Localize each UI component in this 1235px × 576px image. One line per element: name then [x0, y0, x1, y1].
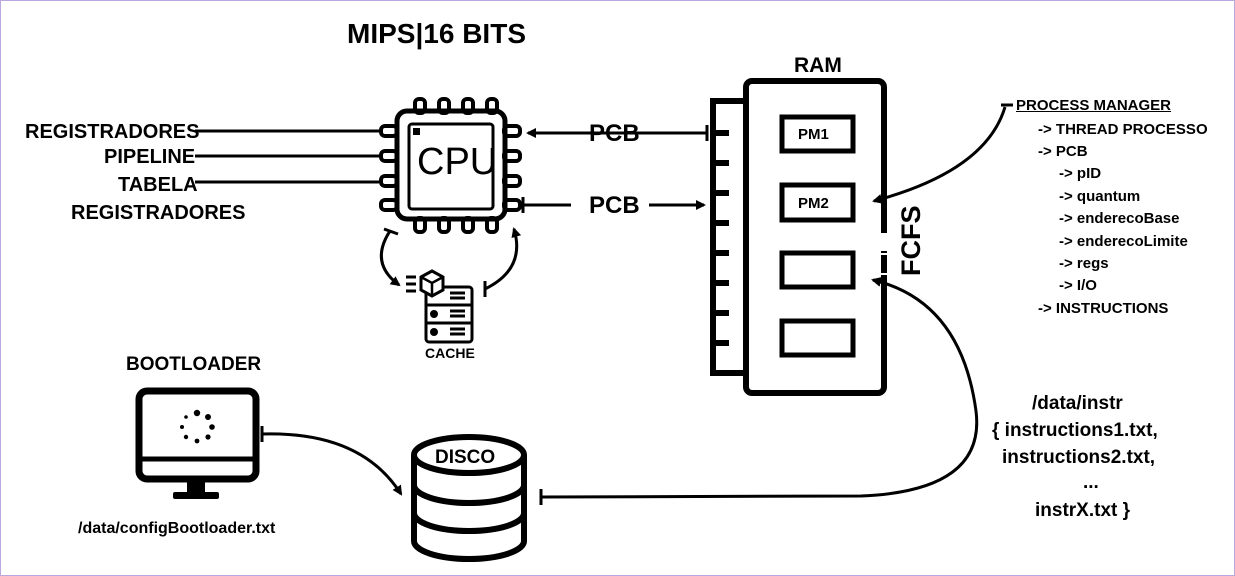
pcb-out-label: PCB [589, 192, 640, 219]
pm-item-instructions: -> INSTRUCTIONS [1038, 300, 1169, 317]
bootloader-label: BOOTLOADER [126, 354, 262, 375]
pm-item-regs: -> regs [1059, 255, 1109, 272]
pcb-in-label: PCB [589, 120, 640, 147]
instr-file-2: instructions2.txt, [1002, 447, 1156, 468]
bootloader-config-path: /data/configBootloader.txt [78, 520, 276, 537]
instr-file-1: { instructions1.txt, [992, 420, 1158, 441]
pm-item-io: -> I/O [1059, 277, 1097, 294]
cache-server-icon [406, 269, 474, 344]
registers-label: REGISTRADORES [25, 121, 200, 143]
registers-label-2: REGISTRADORES [71, 202, 246, 224]
cpu-icon [379, 97, 522, 234]
pm-item-endereco-limite: -> enderecoLimite [1059, 233, 1188, 250]
pcb-in-arrow [526, 125, 709, 141]
pcb-out-arrow [521, 197, 706, 213]
pm-item-endereco-base: -> enderecoBase [1059, 210, 1180, 227]
process-manager-title: PROCESS MANAGER [1016, 97, 1172, 114]
pm-item-pid: -> pID [1059, 165, 1102, 182]
cache-label: CACHE [425, 345, 475, 361]
disk-to-ram-arrow [539, 276, 979, 505]
instr-ellipsis: ... [1083, 472, 1099, 493]
monitor-icon [135, 387, 260, 499]
instr-path: /data/instr [1032, 393, 1123, 414]
table-label: TABELA [118, 174, 198, 196]
cache-arrows [379, 227, 522, 297]
process-manager-arrow [872, 103, 1013, 204]
register-lines [195, 129, 379, 184]
scheduler-label: FCFS [896, 205, 926, 277]
loading-spinner-icon [180, 409, 215, 444]
instr-file-x: instrX.txt } [1035, 500, 1131, 521]
pm-item-quantum: -> quantum [1059, 188, 1141, 205]
cpu-label: CPU [417, 141, 498, 183]
disk-label: DISCO [435, 447, 496, 468]
pm-item-pcb: -> PCB [1038, 143, 1088, 160]
pm-item-thread: -> THREAD PROCESSO [1038, 121, 1208, 138]
ram-module-icon [710, 78, 889, 396]
ram-slot-pm2: PM2 [798, 195, 829, 212]
diagram-title: MIPS|16 BITS [347, 18, 526, 49]
bootloader-to-disk-arrow [260, 426, 403, 496]
ram-slot-pm1: PM1 [798, 126, 829, 143]
disk-database-icon [411, 434, 527, 562]
ram-label: RAM [794, 54, 842, 77]
pipeline-label: PIPELINE [104, 146, 196, 168]
